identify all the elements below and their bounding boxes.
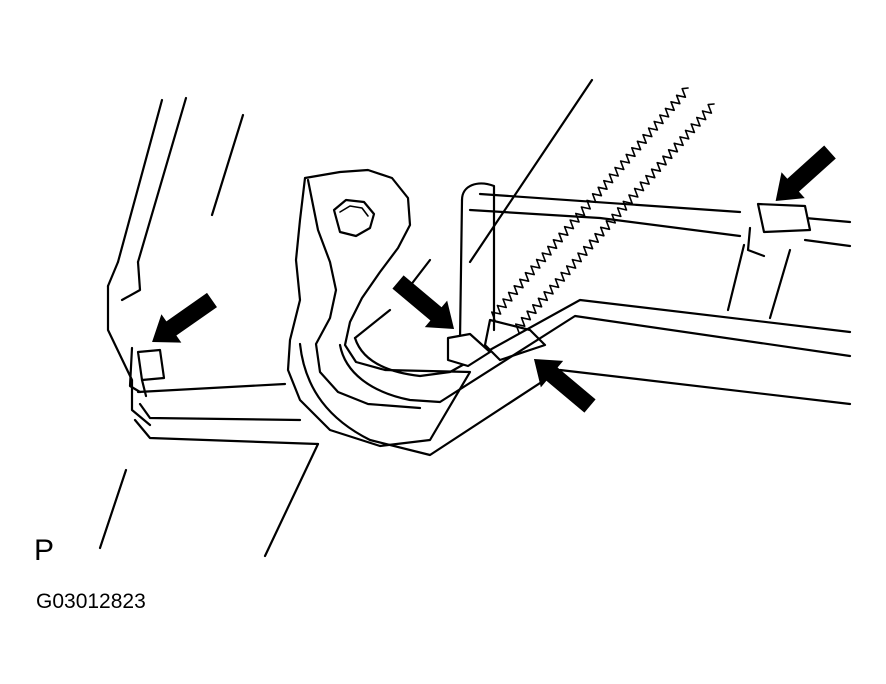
view-letter: P <box>34 534 55 567</box>
hex-bolt-icon <box>332 198 376 238</box>
frame-rail-left <box>98 96 245 550</box>
right-clip <box>746 202 812 258</box>
arrow-pointer-icon <box>533 358 596 413</box>
curved-pipe <box>298 298 852 457</box>
flexible-cable <box>483 87 715 362</box>
left-clip <box>128 346 166 398</box>
arrow-pointer-icon <box>152 292 217 343</box>
crossmember-right <box>468 192 852 320</box>
crossmember-left <box>133 382 320 558</box>
mount-bracket <box>286 168 472 448</box>
hanger-rods <box>408 78 594 368</box>
arrow-pointer-icon <box>392 275 455 330</box>
figure-code: G03012823 <box>36 590 146 613</box>
arrow-pointer-icon <box>775 145 836 201</box>
